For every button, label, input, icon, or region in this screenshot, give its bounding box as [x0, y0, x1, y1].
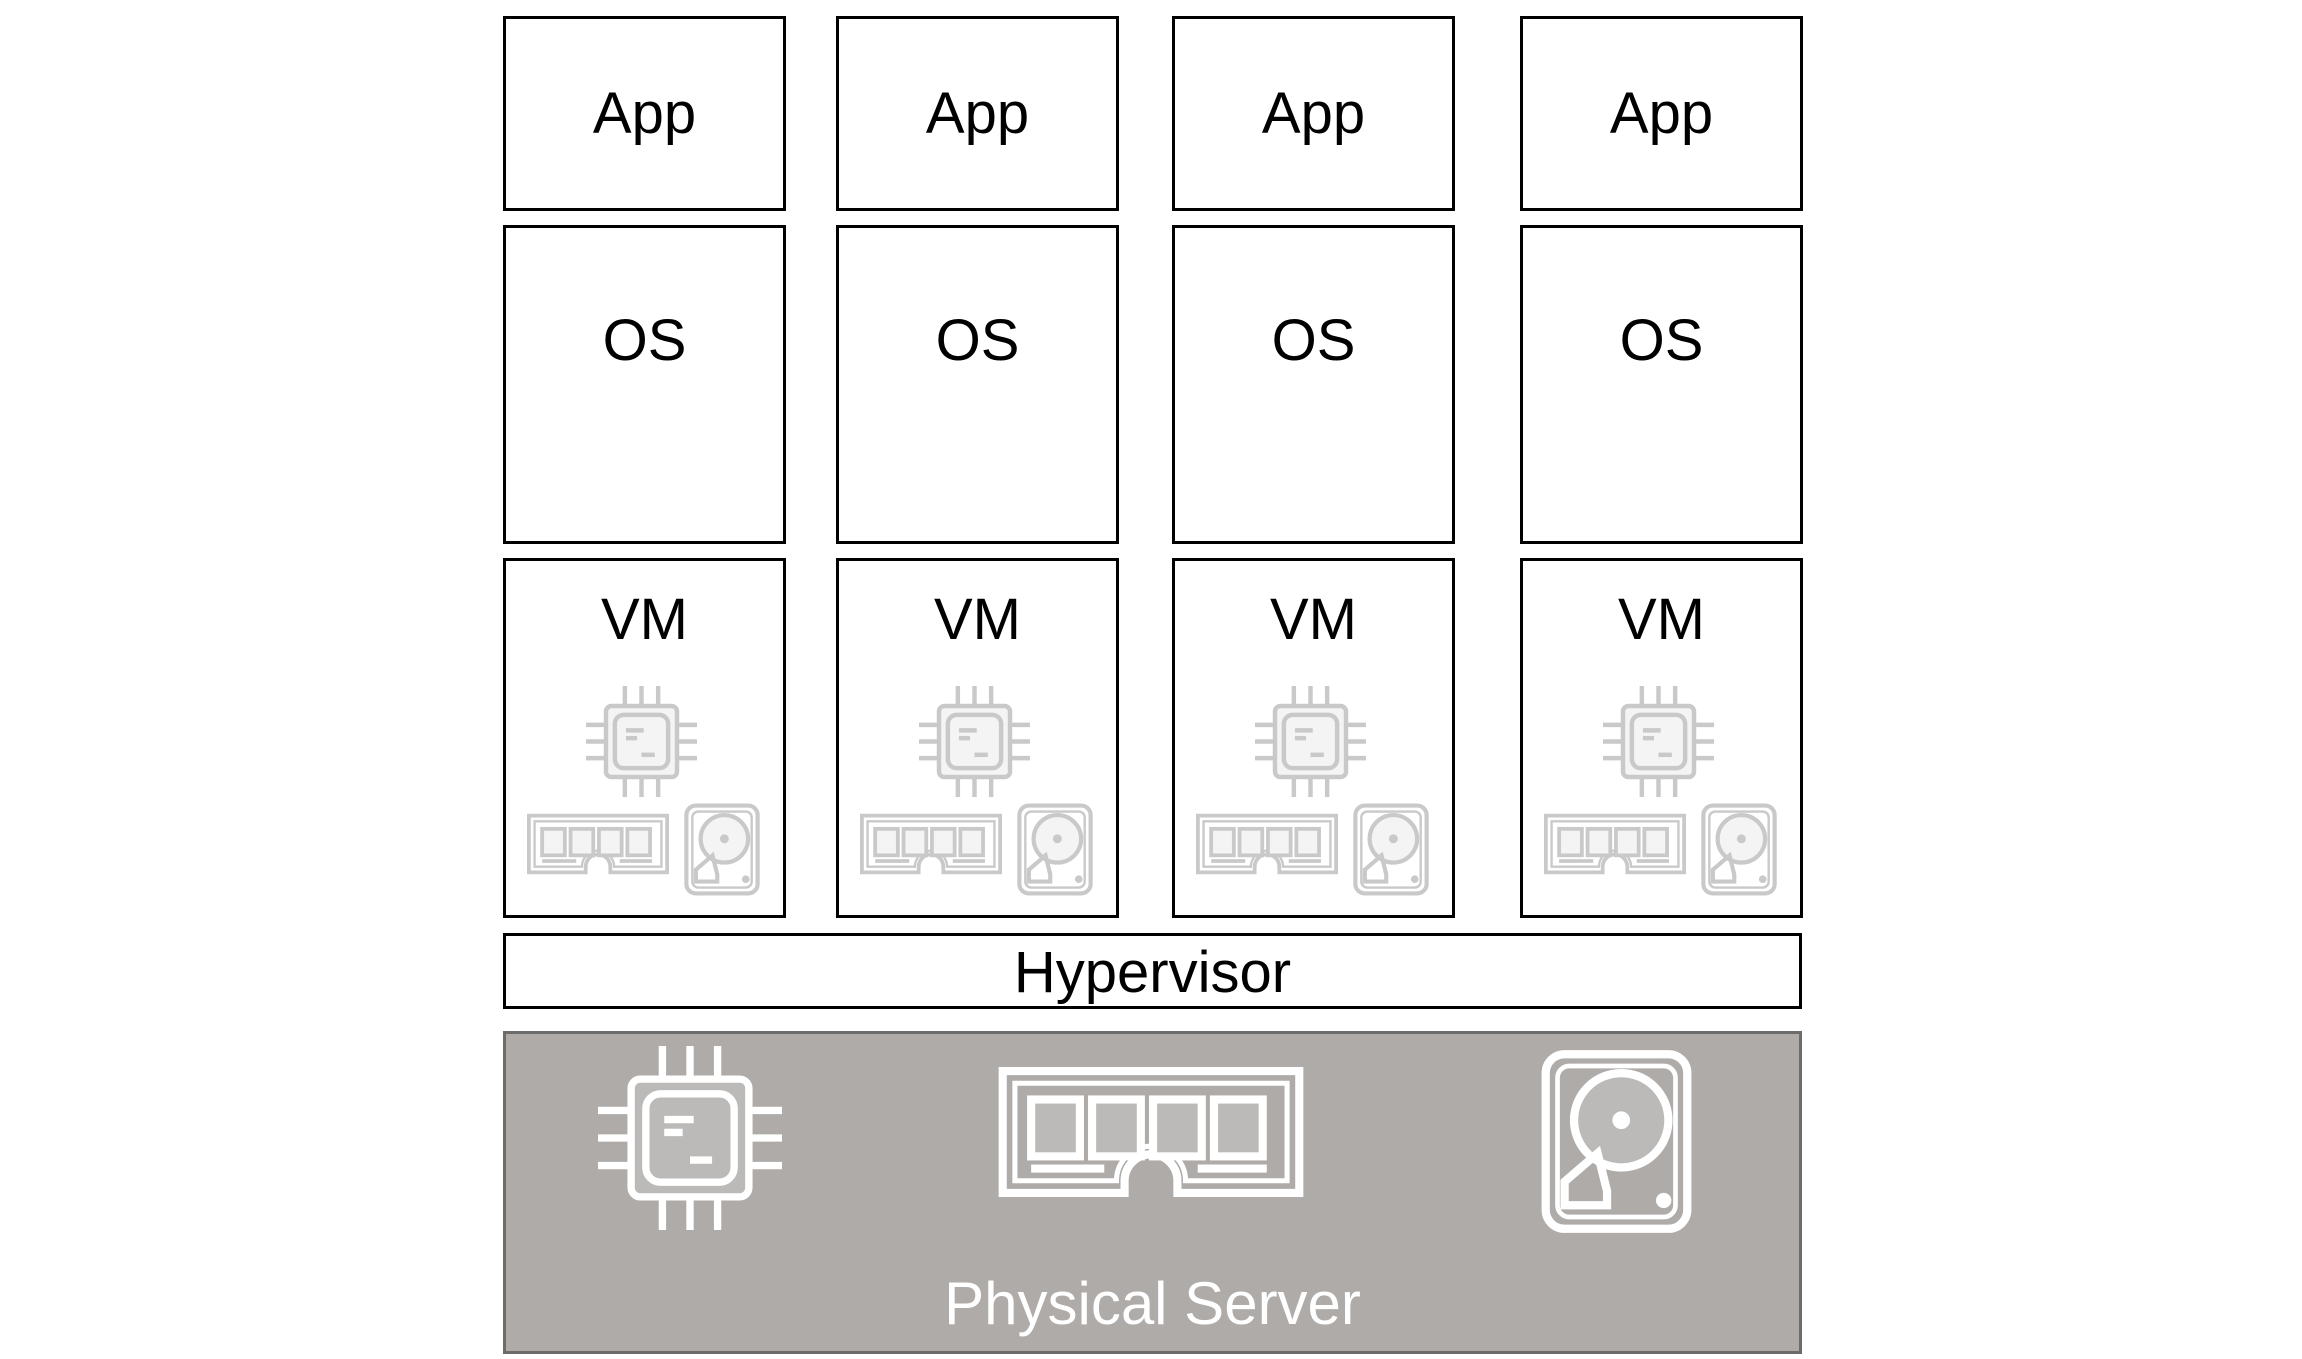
os-box: OS	[836, 225, 1119, 544]
vm-label: VM	[1618, 587, 1705, 652]
cpu-icon	[919, 686, 1030, 797]
cpu-icon	[598, 1046, 782, 1230]
app-label: App	[1261, 81, 1366, 146]
os-label: OS	[935, 308, 1020, 373]
physical-server-layer: Physical Server	[503, 1031, 1802, 1354]
ram-icon	[860, 813, 1002, 875]
hard-drive-icon	[1701, 803, 1777, 896]
app-box: App	[503, 16, 786, 211]
app-box: App	[1520, 16, 1803, 211]
os-box: OS	[503, 225, 786, 544]
vm-box: VM	[1520, 558, 1803, 918]
vm-box: VM	[1172, 558, 1455, 918]
hard-drive-icon	[1353, 803, 1429, 896]
hypervisor-layer: Hypervisor	[503, 933, 1802, 1009]
app-label: App	[592, 81, 697, 146]
hypervisor-label: Hypervisor	[1013, 940, 1292, 1005]
vm-box: VM	[503, 558, 786, 918]
cpu-icon	[1255, 686, 1366, 797]
ram-icon	[527, 813, 669, 875]
ram-icon	[1196, 813, 1338, 875]
cpu-icon	[586, 686, 697, 797]
os-label: OS	[602, 308, 687, 373]
app-box: App	[1172, 16, 1455, 211]
app-box: App	[836, 16, 1119, 211]
vm-label: VM	[1270, 587, 1357, 652]
vm-box: VM	[836, 558, 1119, 918]
hard-drive-icon	[684, 803, 760, 896]
cpu-icon	[1603, 686, 1714, 797]
os-box: OS	[1172, 225, 1455, 544]
hard-drive-icon	[1541, 1049, 1692, 1234]
os-label: OS	[1271, 308, 1356, 373]
app-label: App	[925, 81, 1030, 146]
hard-drive-icon	[1017, 803, 1093, 896]
os-box: OS	[1520, 225, 1803, 544]
vm-label: VM	[934, 587, 1021, 652]
os-label: OS	[1619, 308, 1704, 373]
physical-server-label: Physical Server	[944, 1270, 1361, 1337]
ram-icon	[1544, 813, 1686, 875]
vm-label: VM	[601, 587, 688, 652]
ram-icon	[997, 1067, 1305, 1197]
app-label: App	[1609, 81, 1714, 146]
